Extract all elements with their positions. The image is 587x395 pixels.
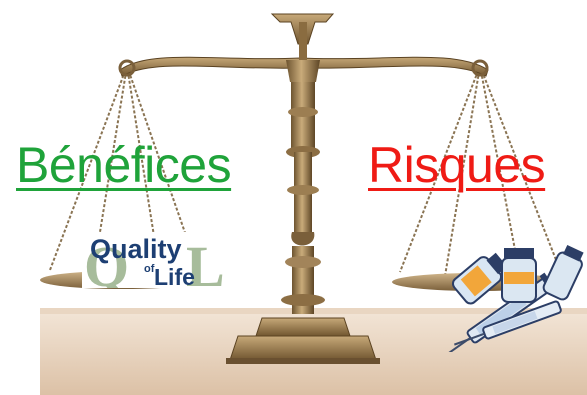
quality-of-life-logo: Q L Quality of Life — [82, 232, 230, 290]
svg-text:L: L — [186, 234, 225, 288]
medicine-vials-and-syringes-icon — [445, 244, 584, 352]
risks-heading: Risques — [368, 137, 546, 193]
right-chains — [399, 65, 561, 277]
qol-letters-graphic: Q L — [82, 232, 230, 288]
scale-base — [229, 335, 377, 361]
svg-text:Q: Q — [84, 234, 129, 288]
qol-life-text: Life — [154, 264, 195, 290]
qol-quality-text: Quality — [90, 234, 182, 264]
benefits-heading: Bénéfices — [16, 137, 232, 193]
qol-of-text: of — [144, 263, 155, 275]
